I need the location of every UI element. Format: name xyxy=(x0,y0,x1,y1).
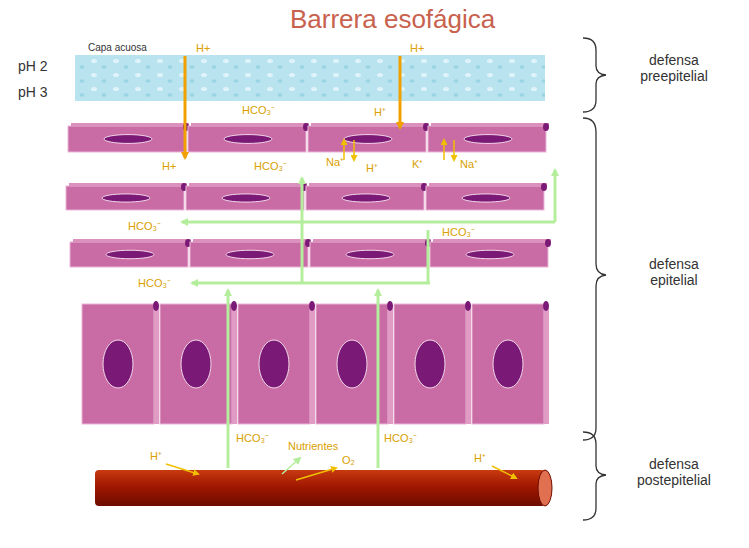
layer-label: Capa acuosa xyxy=(88,42,147,54)
cell-curl xyxy=(153,301,159,311)
ion-label: Na⁺ xyxy=(326,156,344,169)
flat-cell xyxy=(306,186,424,210)
nucleus xyxy=(106,250,154,259)
flat-cell xyxy=(308,126,426,152)
flat-cell xyxy=(310,242,428,267)
columnar-cell xyxy=(394,304,466,424)
cell-top xyxy=(431,123,549,126)
cell-side xyxy=(466,308,471,424)
cell-top xyxy=(189,183,307,186)
aqueous-layer xyxy=(75,55,545,101)
cells xyxy=(66,123,551,424)
nucleus xyxy=(224,135,272,144)
flat-cell xyxy=(430,242,548,267)
flat-cell xyxy=(66,186,184,210)
cell-curl xyxy=(541,183,547,191)
cell-top xyxy=(313,239,431,242)
ion-label: H+ xyxy=(162,160,176,173)
cell-curl xyxy=(545,239,551,247)
cell-top xyxy=(193,239,311,242)
columnar-cell xyxy=(238,304,310,424)
flat-cell xyxy=(68,126,186,152)
ion-label: H⁺ xyxy=(474,452,486,465)
nucleus xyxy=(103,340,133,388)
cell-top xyxy=(191,123,309,126)
cell-curl xyxy=(543,123,549,131)
ph-label: pH 3 xyxy=(18,84,48,100)
cell-curl xyxy=(309,301,315,311)
braces xyxy=(583,38,606,520)
flat-cell xyxy=(426,186,544,210)
ion-label: HCO₃⁻ xyxy=(236,432,269,445)
ion-label: K⁺ xyxy=(412,158,423,171)
cell-side xyxy=(154,308,159,424)
ion-label: H+ xyxy=(196,42,210,55)
nucleus xyxy=(346,250,394,259)
cell-curl xyxy=(465,301,471,311)
cell-curl xyxy=(543,301,549,311)
nucleus xyxy=(102,194,150,202)
ion-label: Nutrientes xyxy=(288,440,338,453)
cell-curl xyxy=(387,301,393,311)
nucleus xyxy=(415,340,445,388)
nucleus xyxy=(493,340,523,388)
ion-label: HCO₃⁻ xyxy=(254,160,287,173)
columnar-cell xyxy=(160,304,232,424)
ion-label: H⁺ xyxy=(150,450,162,463)
bubbles xyxy=(75,55,545,101)
flat-cell xyxy=(428,126,546,152)
ion-label: H+ xyxy=(410,42,424,55)
cell-side xyxy=(544,308,549,424)
nucleus xyxy=(337,340,367,388)
nucleus xyxy=(226,250,274,259)
nucleus xyxy=(462,194,510,202)
flat-cell xyxy=(70,242,188,267)
cell-top xyxy=(433,239,551,242)
flat-cell xyxy=(186,186,304,210)
flat-cell xyxy=(188,126,306,152)
defense-label: defensa preepitelial xyxy=(624,52,724,84)
cell-top xyxy=(429,183,547,186)
arrows xyxy=(182,56,555,468)
cell-top xyxy=(311,123,429,126)
cell-top xyxy=(69,183,187,186)
nucleus xyxy=(466,250,514,259)
ion-label: H⁺ xyxy=(374,106,386,119)
nucleus xyxy=(222,194,270,202)
cell-curl xyxy=(231,301,237,311)
ion-label: HCO₃⁻ xyxy=(384,432,417,445)
cell-top xyxy=(71,123,189,126)
columnar-cell xyxy=(82,304,154,424)
cell-side xyxy=(310,308,315,424)
nucleus xyxy=(342,194,390,202)
ion-label: HCO₃⁻ xyxy=(128,220,161,233)
ion-label: HCO₃⁻ xyxy=(442,226,475,239)
ion-label: Na⁺ xyxy=(460,158,478,171)
ion-label: O₂ xyxy=(342,454,355,467)
nucleus xyxy=(464,135,512,144)
title: Barrera esofágica xyxy=(290,4,495,35)
defense-label: defensa postepitelial xyxy=(624,456,724,488)
cell-top xyxy=(309,183,427,186)
blood-vessel xyxy=(95,470,545,506)
nucleus xyxy=(259,340,289,388)
cell-side xyxy=(388,308,393,424)
flat-cell xyxy=(190,242,308,267)
exchange-arrows xyxy=(166,140,516,480)
vessel-end xyxy=(538,470,552,506)
ph-label: pH 2 xyxy=(18,58,48,74)
ion-label: HCO₃⁻ xyxy=(138,277,171,290)
ion-label: HCO₃⁻ xyxy=(242,104,275,117)
ion-label: H⁺ xyxy=(366,162,378,175)
nucleus xyxy=(181,340,211,388)
nucleus xyxy=(344,135,392,144)
defense-label: defensa epitelial xyxy=(624,256,724,288)
nucleus xyxy=(104,135,152,144)
columnar-cell xyxy=(472,304,544,424)
cell-side xyxy=(232,308,237,424)
cell-top xyxy=(73,239,191,242)
